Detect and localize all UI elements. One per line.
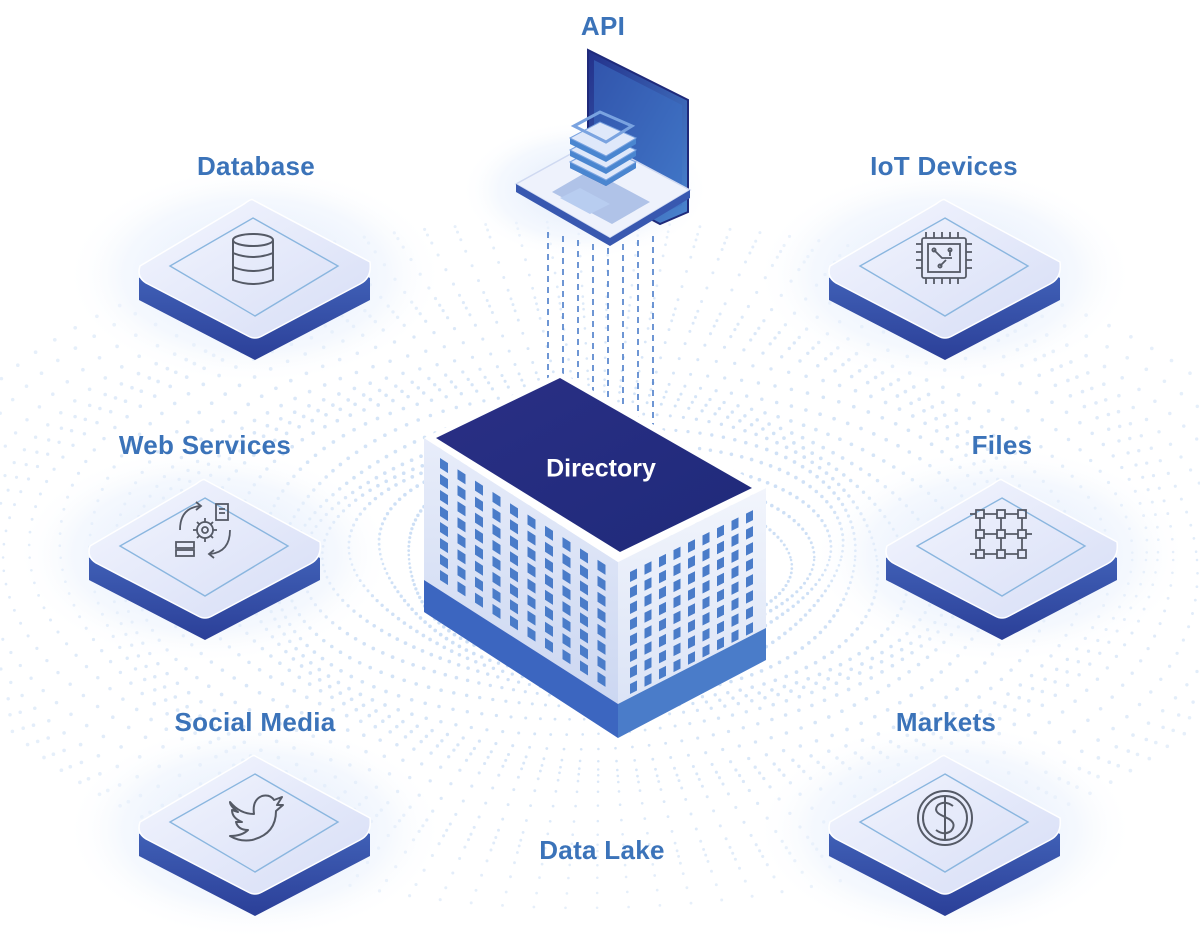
api-label: API — [580, 11, 626, 41]
database-label: Database — [196, 151, 316, 181]
server-stack-icon — [568, 110, 638, 186]
building-windows-left — [440, 458, 606, 687]
twitter-bird-icon — [229, 794, 284, 842]
file-grid-icon — [970, 509, 1032, 559]
web-services-tile[interactable] — [88, 478, 322, 641]
dollar-coin-icon — [917, 790, 973, 846]
keyboard — [552, 170, 650, 224]
files-tile[interactable] — [885, 478, 1119, 641]
markets-tile[interactable] — [828, 754, 1062, 917]
api-laptop[interactable] — [514, 48, 692, 246]
iot-devices-label: IoT Devices — [870, 151, 1018, 181]
web-services-label: Web Services — [118, 430, 292, 460]
chip-icon — [916, 232, 972, 284]
markets-label: Markets — [895, 707, 997, 737]
gear-sync-icon — [175, 501, 231, 559]
api-flow-lines — [547, 232, 654, 430]
files-label: Files — [971, 430, 1033, 460]
data-lake-label: Data Lake — [539, 835, 665, 865]
social-media-tile[interactable] — [138, 754, 372, 917]
database-tile[interactable] — [138, 198, 372, 361]
social-media-label: Social Media — [174, 707, 336, 737]
iot-devices-tile[interactable] — [828, 198, 1062, 361]
database-icon — [232, 233, 274, 285]
directory-building[interactable] — [424, 372, 766, 738]
building-windows-right — [630, 510, 753, 694]
directory-label: Directory — [546, 454, 656, 483]
